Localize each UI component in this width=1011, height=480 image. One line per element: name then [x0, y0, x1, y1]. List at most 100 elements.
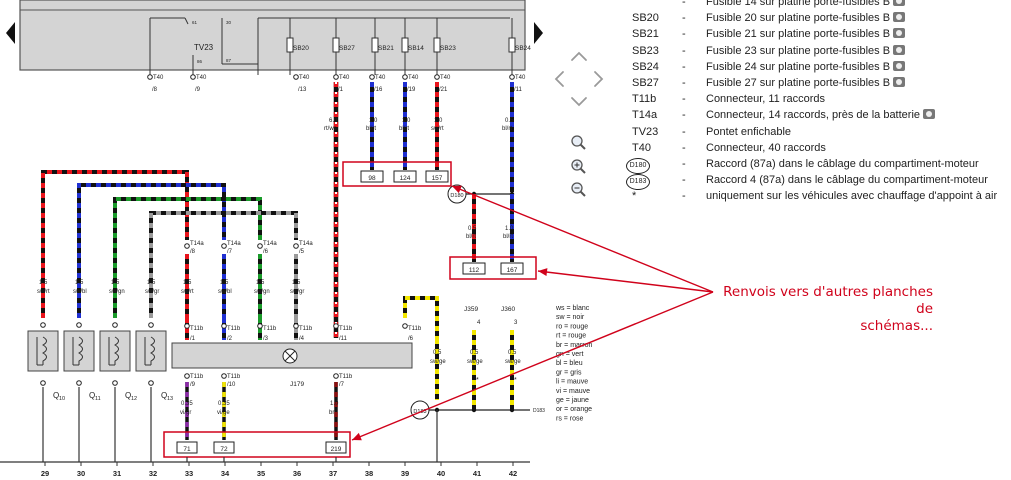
- connector-ring-icon: D180: [626, 157, 650, 174]
- t40-pin-label: /8: [152, 87, 158, 93]
- t40-pin: [369, 74, 375, 80]
- t40-pin-label: /21: [439, 87, 448, 93]
- module-pin: [76, 322, 82, 328]
- wire-color-code: sw/rt: [37, 289, 50, 295]
- legend-row: D180-Raccord (87a) dans le câblage du co…: [626, 156, 1007, 174]
- camera-icon[interactable]: [893, 0, 906, 6]
- color-code-entry: sw = noir: [556, 314, 585, 321]
- camera-icon[interactable]: [893, 60, 906, 71]
- t11b-pin-label: /1: [190, 336, 196, 342]
- pan-right-icon[interactable]: [594, 71, 604, 87]
- camera-icon[interactable]: [893, 28, 906, 39]
- page-reference-number: 157: [432, 175, 443, 182]
- legend-code: D180: [626, 156, 678, 174]
- t11b-pin: [402, 323, 408, 329]
- heater-label: Q: [53, 391, 59, 400]
- zoom-in-icon-handle: [579, 167, 586, 174]
- wire-gauge: 1.5: [75, 280, 84, 286]
- wire-color-code: sw/ge: [467, 359, 483, 365]
- fuse-label: SB27: [339, 45, 355, 52]
- wire-gauge: 0.5: [468, 226, 477, 232]
- t40-label: T40: [515, 75, 526, 81]
- wire-color-code: sw/gr: [145, 289, 159, 295]
- annotation-arrowhead: [352, 432, 362, 441]
- zoom-in-icon[interactable]: [571, 159, 586, 174]
- ruler-number: 38: [365, 469, 373, 478]
- camera-icon[interactable]: [893, 44, 906, 55]
- heater-label-sub: 10: [59, 396, 65, 402]
- fuse-symbol: [371, 37, 379, 53]
- wire-color-code: sw/gr: [290, 289, 304, 295]
- legend-dash: -: [682, 60, 686, 73]
- ruler-number: 40: [437, 469, 445, 478]
- wire-gauge: 1.5: [292, 280, 301, 286]
- relay-j-pin: 4: [477, 320, 481, 326]
- legend-row: SB27-Fusible 27 sur platine porte-fusibl…: [632, 75, 1007, 91]
- page-reference-number: 71: [183, 446, 191, 453]
- relay-label: TV23: [194, 43, 214, 52]
- color-code-entry: ro = rouge: [556, 323, 588, 330]
- t14a-label: T14a: [190, 241, 204, 247]
- t14a-pin: [221, 243, 227, 249]
- junction-dot: [471, 407, 477, 413]
- relay-j-label: J359: [464, 306, 478, 313]
- wire-color-code: bl/rt: [502, 126, 512, 132]
- connector-side-label: D183: [533, 408, 545, 414]
- t40-pin-label: /19: [407, 87, 416, 93]
- fuse-label: SB20: [293, 45, 309, 52]
- t14a-pin-label: /6: [263, 249, 269, 255]
- t40-pin-label: /11: [514, 87, 523, 93]
- connector-ring-icon: D183: [626, 174, 650, 191]
- fuse-symbol: [401, 37, 409, 53]
- relay-pin-label: 87: [226, 58, 232, 63]
- annotation-arrow: [451, 185, 714, 293]
- pan-up-icon[interactable]: [571, 51, 587, 61]
- zoom-fit-icon-handle: [579, 143, 586, 150]
- wire-color-code: vi/ge: [217, 410, 230, 416]
- wire-gauge: 1.5: [256, 280, 265, 286]
- legend-text: Fusible 14 sur platine porte-fusibles B: [706, 0, 906, 10]
- pan-left-icon[interactable]: [554, 71, 564, 87]
- legend-dash: -: [682, 157, 686, 170]
- t40-pin: [333, 74, 339, 80]
- t40-pin-label: /16: [374, 87, 383, 93]
- zoom-out-icon[interactable]: [571, 182, 586, 197]
- legend-text: Fusible 23 sur platine porte-fusibles B: [706, 43, 906, 59]
- color-code-entry: ws = blanc: [555, 305, 590, 312]
- zoom-out-icon-handle: [579, 190, 586, 197]
- color-code-entry: or = orange: [556, 406, 592, 413]
- wire-gauge: 1.5: [111, 280, 120, 286]
- legend-row: SB21-Fusible 21 sur platine porte-fusibl…: [632, 26, 1007, 42]
- relay-switch: [184, 17, 189, 25]
- t40-pin: [402, 74, 408, 80]
- wire-sw-ge-stripe: [403, 296, 439, 339]
- page-reference-number: 219: [331, 446, 342, 453]
- page-reference-number: 98: [368, 175, 376, 182]
- relay-pin-label: 86: [197, 59, 203, 64]
- wire-gauge: 0.35: [218, 401, 230, 407]
- heater-symbol: [72, 336, 83, 366]
- next-page-icon[interactable]: [534, 22, 543, 44]
- color-code-entry: ge = jaune: [556, 397, 589, 404]
- legend-text: Fusible 24 sur platine porte-fusibles B: [706, 59, 906, 75]
- t11b-pin: [221, 373, 227, 379]
- legend-text: Connecteur, 11 raccords: [706, 93, 826, 106]
- zoom-fit-icon[interactable]: [571, 135, 586, 150]
- t11b-pin: [333, 323, 339, 329]
- t11b-pin: [293, 323, 299, 329]
- module-pin: [40, 322, 46, 328]
- camera-icon[interactable]: [893, 76, 906, 87]
- t11b-label: T11b: [299, 326, 313, 332]
- t11b-label: T11b: [190, 326, 204, 332]
- junction-dot: [509, 407, 515, 413]
- legend-code: SB27: [632, 76, 659, 89]
- camera-icon[interactable]: [923, 109, 936, 120]
- page-reference-box: [393, 170, 417, 183]
- wire-gauge: 0.5: [508, 350, 517, 356]
- camera-icon[interactable]: [893, 12, 906, 23]
- legend-code: T14a: [632, 109, 658, 122]
- prev-page-icon[interactable]: [6, 22, 15, 44]
- ruler-number: 42: [509, 469, 517, 478]
- pan-down-icon[interactable]: [571, 97, 587, 107]
- t14a-label: T14a: [263, 241, 277, 247]
